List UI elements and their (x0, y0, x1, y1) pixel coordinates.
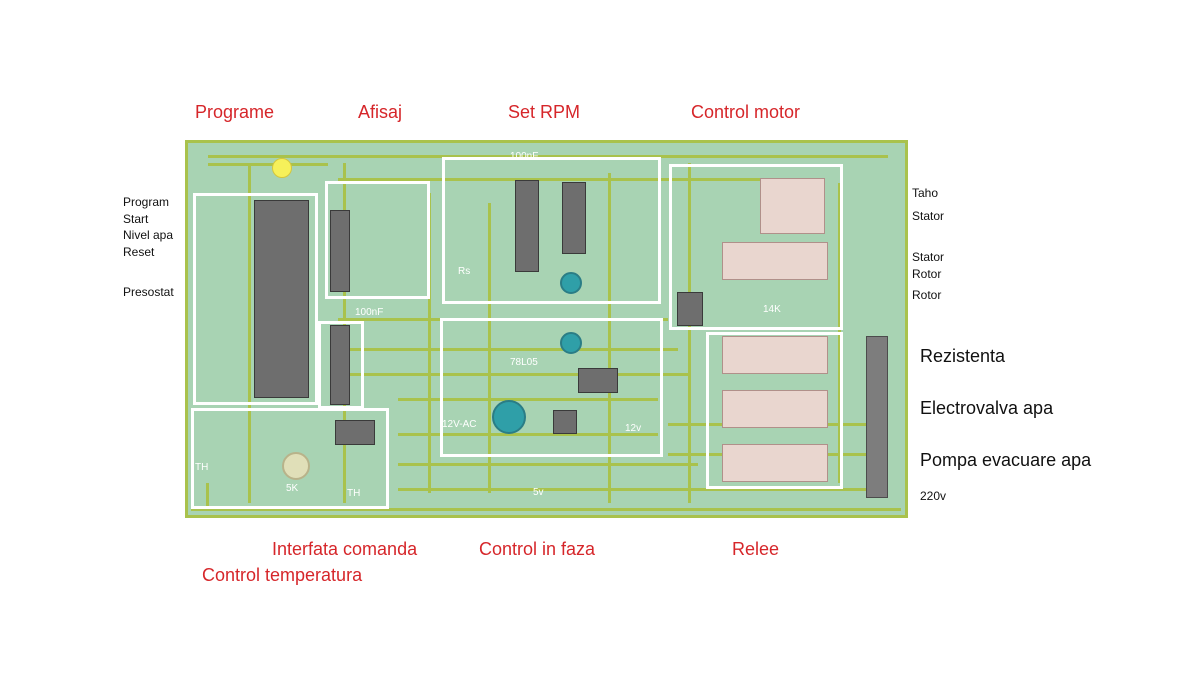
trimmer-potentiometer (282, 452, 310, 480)
regulator-label: 78L05 (510, 357, 538, 368)
label-rotor-1: Rotor (912, 267, 942, 281)
ac-12v-label: 12V-AC (442, 419, 477, 430)
group-control-temperatura (191, 408, 389, 509)
group-relee (706, 332, 843, 489)
relay-pompa (722, 444, 828, 482)
rpm-chip-2 (562, 182, 586, 254)
label-220v: 220v (920, 489, 947, 503)
group-interfata-comanda (318, 321, 364, 409)
cap-100nf-top-label: 100nF (510, 151, 539, 162)
rpm-chip-1 (515, 180, 539, 272)
temperature-chip (335, 420, 375, 445)
terminal-block (866, 336, 888, 498)
capacitor-rpm (560, 272, 582, 294)
motor-triac (677, 292, 703, 326)
label-rotor-2: Rotor (912, 288, 942, 302)
label-pompa: Pompa evacuare apa (920, 450, 1092, 470)
12v-label: 12v (625, 423, 642, 434)
relay-electrovalva (722, 390, 828, 428)
label-nivel-apa: Nivel apa (123, 228, 174, 242)
label-interfata-comanda: Interfata comanda (272, 539, 418, 559)
label-reset: Reset (123, 245, 155, 259)
group-set-rpm (442, 157, 661, 304)
motor-relay-1 (760, 178, 825, 234)
phase-chip (578, 368, 618, 393)
microcontroller-chip (254, 200, 309, 398)
group-afisaj (325, 181, 430, 299)
group-control-motor (669, 164, 843, 330)
label-stator-2: Stator (912, 250, 945, 264)
label-set-rpm: Set RPM (508, 102, 581, 122)
label-stator-1: Stator (912, 209, 945, 223)
label-taho: Taho (912, 186, 939, 200)
rs-label: Rs (458, 266, 471, 277)
14k-label: 14K (763, 304, 781, 315)
th-label-2: TH (347, 488, 361, 499)
capacitor-phase-1 (560, 332, 582, 354)
phase-triac (553, 410, 577, 434)
led-indicator (272, 158, 292, 178)
relay-rezistenta (722, 336, 828, 374)
label-afisaj: Afisaj (358, 102, 403, 122)
capacitor-phase-2 (492, 400, 526, 434)
5k-label: 5K (286, 483, 299, 494)
motor-relay-2 (722, 242, 828, 280)
group-control-in-faza (440, 318, 663, 457)
5v-label: 5v (533, 487, 544, 498)
cap-100nf-mid-label: 100nF (355, 307, 384, 318)
display-driver-chip (330, 210, 350, 292)
th-label-1: TH (195, 462, 209, 473)
label-relee: Relee (732, 539, 780, 559)
interface-chip (330, 325, 350, 405)
label-control-motor: Control motor (691, 102, 801, 122)
label-program: Program (123, 195, 170, 209)
group-programe (193, 193, 318, 405)
label-control-in-faza: Control in faza (479, 539, 596, 559)
label-start: Start (123, 212, 149, 226)
label-electrovalva: Electrovalva apa (920, 398, 1054, 418)
label-presostat: Presostat (123, 285, 174, 299)
label-control-temperatura: Control temperatura (202, 565, 363, 585)
label-rezistenta: Rezistenta (920, 346, 1006, 366)
label-programe: Programe (195, 102, 275, 122)
